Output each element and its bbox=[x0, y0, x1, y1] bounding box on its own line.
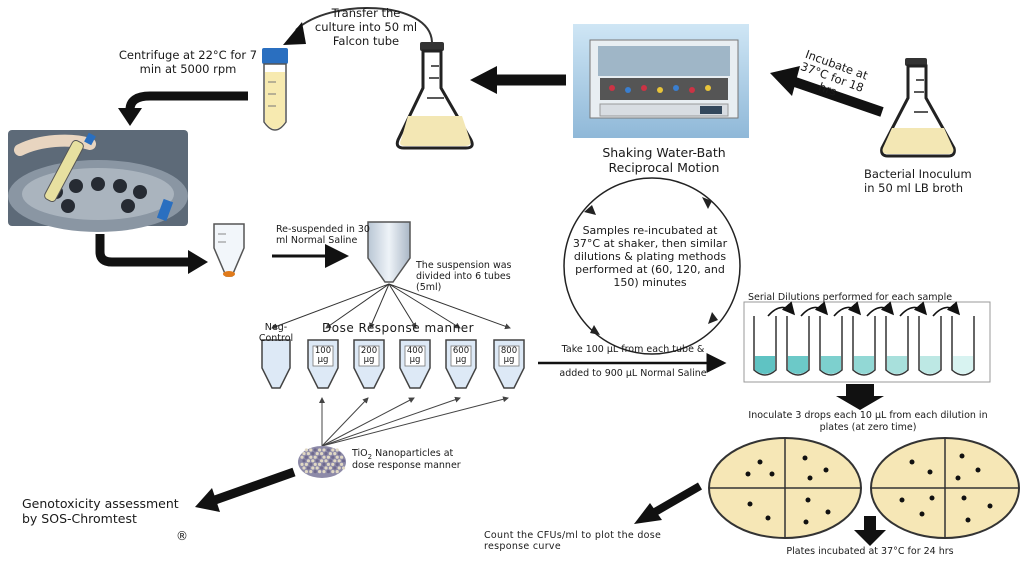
label-count: Count the CFUs/ml to plot the dose respo… bbox=[484, 530, 662, 552]
label-inoculum-2: in 50 ml LB broth bbox=[864, 181, 964, 195]
agar-plate-left bbox=[708, 437, 862, 539]
label-serial: Serial Dilutions performed for each samp… bbox=[748, 292, 953, 303]
dose-value: 100 bbox=[314, 346, 332, 356]
label-shaking-1: Shaking Water-Bath bbox=[602, 145, 726, 160]
cycle-arrows bbox=[563, 177, 741, 355]
label-inoculate: Inoculate 3 drops each 10 µL from each d… bbox=[748, 410, 988, 433]
label-genotox-1: Genotoxicity assessment bbox=[22, 496, 179, 511]
label-registered-mark: ® bbox=[176, 529, 188, 543]
arrow-incubate bbox=[793, 77, 884, 117]
nanoparticle-cluster-image bbox=[298, 446, 346, 478]
dose-unit: µg bbox=[409, 355, 421, 365]
dose-unit: µg bbox=[503, 355, 515, 365]
label-plates: Plates incubated at 37°C for 24 hrs bbox=[786, 546, 954, 557]
label-resuspended: Re-suspended in 30 ml Normal Saline bbox=[276, 224, 370, 246]
dose-tube bbox=[493, 339, 525, 389]
label-added: added to 900 µL Normal Saline bbox=[559, 368, 707, 379]
inoculum-flask bbox=[880, 58, 956, 158]
label-centrifuge: Centrifuge at 22°C for 7 min at 5000 rpm bbox=[118, 48, 258, 76]
dose-value: 600 bbox=[452, 346, 470, 356]
culture-flask bbox=[395, 42, 474, 150]
shaking-water-bath-image bbox=[573, 24, 749, 138]
dose-value: 800 bbox=[500, 346, 518, 356]
label-dose-response: Dose Response manner bbox=[322, 321, 475, 335]
label-samples: Samples re-incubated at 37°C at shaker, … bbox=[572, 224, 728, 289]
transfer-arrow bbox=[833, 301, 862, 317]
dose-tube bbox=[445, 339, 477, 389]
transfer-arrow bbox=[800, 301, 829, 317]
agar-plate-right bbox=[870, 437, 1020, 539]
label-neg-control: Neg-Control bbox=[258, 322, 294, 344]
suspension-tube bbox=[367, 221, 411, 283]
label-shaking-2: Reciprocal Motion bbox=[608, 160, 720, 175]
label-genotox-2: by SOS-Chromtest bbox=[22, 511, 137, 526]
serial-dilution-panel bbox=[743, 301, 991, 383]
transfer-arrow bbox=[866, 301, 895, 317]
neg-control-tube bbox=[261, 339, 291, 389]
centrifuge-image bbox=[8, 130, 188, 232]
label-take: Take 100 µL from each tube & bbox=[561, 344, 705, 355]
arrow-count bbox=[652, 482, 703, 516]
transfer-arrow bbox=[767, 301, 796, 317]
dose-value: 200 bbox=[360, 346, 378, 356]
transfer-arrow bbox=[899, 301, 928, 317]
transfer-arrow bbox=[932, 301, 961, 317]
arrow-inoculate bbox=[836, 384, 884, 410]
arrow-incubate-plates bbox=[854, 516, 886, 546]
dose-tube bbox=[399, 339, 431, 389]
dose-unit: µg bbox=[363, 355, 375, 365]
arrow-genotox bbox=[213, 467, 296, 505]
dose-unit: µg bbox=[317, 355, 329, 365]
label-tio2-2: dose response manner bbox=[352, 460, 461, 471]
label-transfer: Transfer the culture into 50 ml Falcon t… bbox=[314, 6, 418, 48]
dose-tube bbox=[307, 339, 339, 389]
dose-value: 400 bbox=[406, 346, 424, 356]
pellet-tube bbox=[213, 223, 245, 277]
nanoparticle-arrows bbox=[319, 396, 509, 447]
label-suspension: The suspension was divided into 6 tubes … bbox=[416, 260, 512, 293]
arrow-transfer bbox=[295, 7, 433, 43]
arrow-centrifuge bbox=[125, 91, 248, 111]
divide-arrows bbox=[271, 283, 511, 330]
dose-tube bbox=[353, 339, 385, 389]
falcon-tube bbox=[262, 48, 288, 131]
label-tio2-1: TiO2 Nanoparticles at bbox=[352, 448, 454, 461]
label-inoculum-1: Bacterial Inoculum bbox=[864, 167, 972, 181]
arrow-resuspend bbox=[95, 234, 190, 267]
dose-tubes bbox=[307, 339, 525, 389]
dose-unit: µg bbox=[455, 355, 467, 365]
